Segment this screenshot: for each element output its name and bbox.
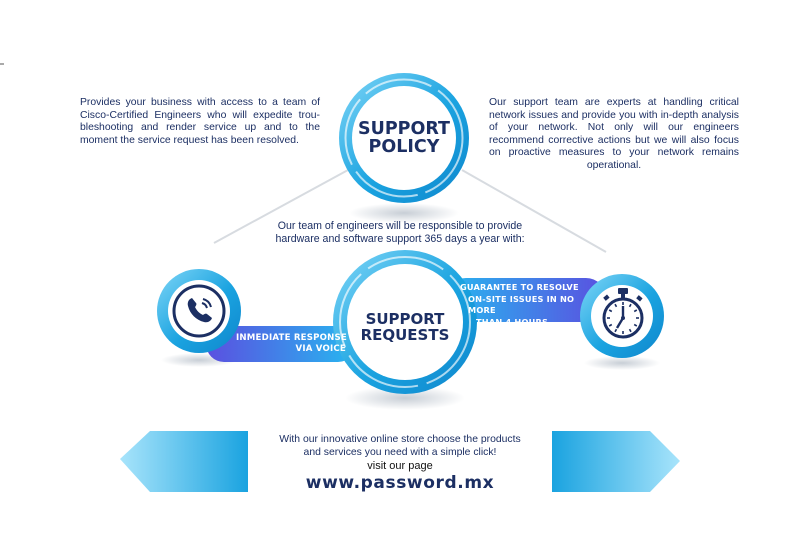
guarantee-pill (446, 278, 606, 322)
team-text: Our team of engineers will be responsibl… (240, 220, 560, 246)
phone-icon (187, 298, 212, 323)
left-arrow-banner (120, 431, 248, 492)
right-arrow-banner (552, 431, 680, 492)
visit-label: visit our page (367, 460, 433, 472)
guarantee-pill-label: GUARANTEE TO RESOLVE ON-SITE ISSUES IN N… (460, 282, 600, 328)
requests-title-line1: SUPPORT (365, 310, 445, 328)
policy-shadow (349, 203, 459, 223)
policy-title-line1: SUPPORT (358, 119, 450, 139)
requests-title-line2: REQUESTS (360, 325, 450, 344)
policy-right-text: Our support team are experts at handling… (489, 97, 739, 171)
store-url-link[interactable]: www.password.mx (305, 473, 495, 493)
stopwatch-icon (602, 288, 644, 339)
guarantee-pill-line2: ON-SITE ISSUES IN NO MORE (468, 293, 575, 316)
store-line1: With our innovative online store choose … (279, 434, 521, 445)
phone-badge (157, 269, 241, 353)
connector-line-left (213, 169, 349, 244)
team-text-line2: hardware and software support 365 days a… (275, 233, 525, 245)
support-policy-title: SUPPORT POLICY (344, 120, 464, 157)
guarantee-pill-line3: THAN 4 HOURS (476, 316, 549, 327)
response-pill-line1: INMEDIATE RESPONSE (236, 333, 347, 343)
response-pill (206, 326, 356, 362)
watch-shadow (584, 356, 660, 370)
team-text-line1: Our team of engineers will be responsibl… (277, 220, 523, 232)
store-block: With our innovative online store choose … (250, 434, 550, 493)
policy-left-text: Provides your business with access to a … (80, 97, 320, 146)
policy-title-line2: POLICY (368, 137, 440, 158)
connector-line-right (461, 169, 607, 253)
response-pill-label: INMEDIATE RESPONSE VIA VOICE (236, 333, 356, 355)
support-policy-ring (339, 73, 469, 203)
support-requests-title: SUPPORT REQUESTS (345, 310, 465, 344)
requests-shadow (345, 386, 465, 410)
support-requests-ring (333, 250, 477, 394)
store-line2: and services you need with a simple clic… (303, 446, 497, 458)
response-pill-line2: VIA VOICE (295, 344, 346, 354)
guarantee-pill-line1: GUARANTEE TO RESOLVE (460, 282, 579, 292)
